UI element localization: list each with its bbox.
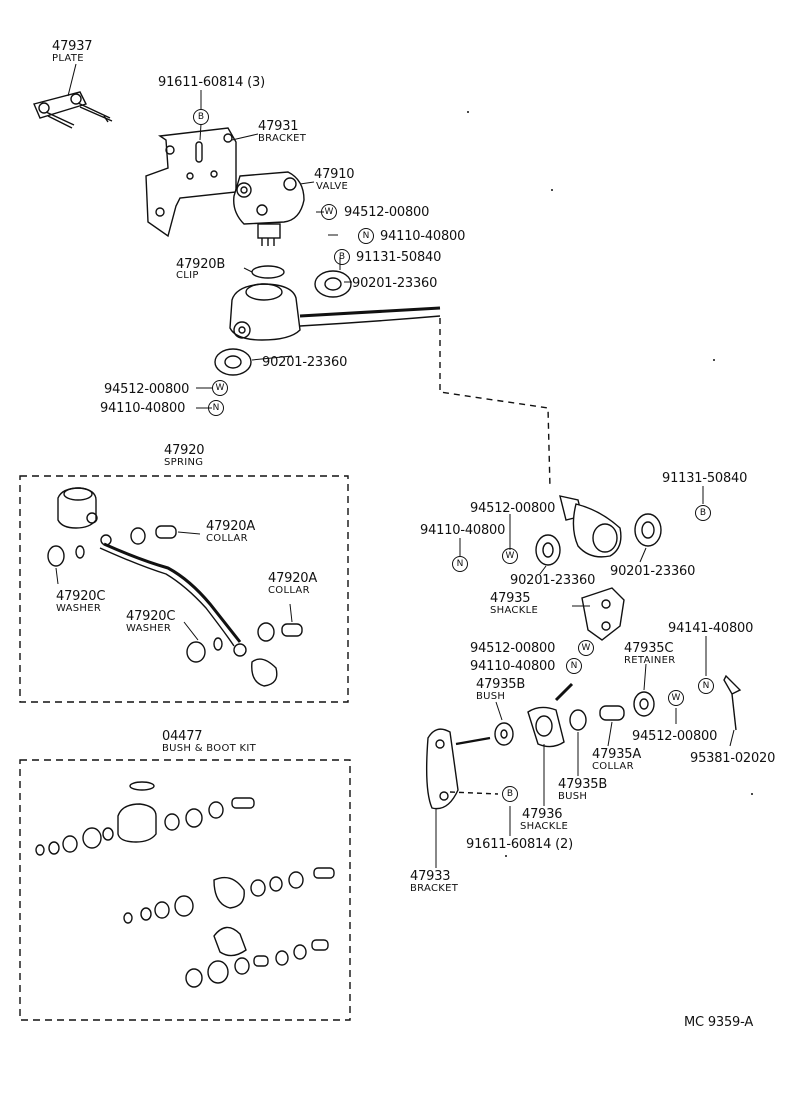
washer-w2-part-number: 94512-00800	[104, 382, 190, 397]
collar-r-part-name: COLLAR	[592, 761, 634, 772]
washer-c2-part	[186, 637, 223, 663]
washer-c2-part-number: 47920C	[126, 609, 176, 624]
pin-part	[723, 674, 742, 731]
cable-route-dashed	[439, 318, 551, 489]
diagram-code: MC 9359-A	[684, 1015, 754, 1030]
w-symbol: W	[578, 640, 594, 656]
gasket-r1-part	[535, 534, 561, 566]
w-symbol: W	[668, 690, 684, 706]
shackle2-part-name: SHACKLE	[520, 821, 569, 832]
plate-part-number: 47937	[52, 39, 93, 54]
collar-r-part-number: 47935A	[592, 747, 642, 762]
shackle-part-name: SHACKLE	[490, 605, 539, 616]
bush-r2-part	[569, 709, 587, 731]
nut-n1-part-number: 94110-40800	[380, 229, 466, 244]
kit-group-box	[19, 759, 351, 1021]
washer-w3-part-number: 94512-00800	[470, 501, 556, 516]
retainer-part-name: RETAINER	[624, 655, 676, 666]
bolt-b2-part-number: 91131-50840	[356, 250, 442, 265]
spring-assembly-part	[57, 487, 278, 687]
valve-part-number: 47910	[314, 167, 355, 182]
w-symbol: W	[212, 380, 228, 396]
clip-part	[251, 265, 285, 279]
valve-part	[233, 171, 305, 246]
nut-n5-part-number: 94141-40800	[668, 621, 754, 636]
n-symbol: N	[698, 678, 714, 694]
gasket2-part-number: 90201-23360	[262, 355, 348, 370]
n-symbol: N	[566, 658, 582, 674]
linkage-boot-part	[559, 495, 622, 558]
kit-parts	[35, 781, 335, 988]
stray-dots	[467, 111, 753, 857]
washer-c1-part-name: WASHER	[56, 603, 102, 614]
spring-part-name: SPRING	[164, 457, 204, 468]
washer-c1-part	[47, 545, 85, 567]
collar-r-part	[599, 705, 625, 721]
nut-n3-part-number: 94110-40800	[420, 523, 506, 538]
b-symbol: B	[695, 505, 711, 521]
shackle2-part-number: 47936	[522, 807, 563, 822]
collar-a1-part-number: 47920A	[206, 519, 256, 534]
gasket3-part-number: 90201-23360	[510, 573, 596, 588]
bracket-part-name: BRACKET	[258, 133, 307, 144]
collar-a1-part-name: COLLAR	[206, 533, 248, 544]
bush2-part-name: BUSH	[558, 791, 588, 802]
bracket2-part-number: 47933	[410, 869, 451, 884]
gasket-r2-part	[634, 513, 662, 547]
b-symbol: B	[193, 109, 209, 125]
b-symbol: B	[334, 249, 350, 265]
shackle-part	[581, 587, 625, 641]
kit-part-name: BUSH & BOOT KIT	[162, 743, 257, 754]
gasket1-part-number: 90201-23360	[352, 276, 438, 291]
plate-part-name: PLATE	[52, 53, 84, 64]
bolt-top-part-number: 91611-60814 (3)	[158, 75, 265, 90]
bush2-part-number: 47935B	[558, 777, 608, 792]
collar-a2-part	[257, 622, 303, 642]
w-symbol: W	[502, 548, 518, 564]
n-symbol: N	[358, 228, 374, 244]
washer-c1-part-number: 47920C	[56, 589, 106, 604]
kit-part-number: 04477	[162, 729, 203, 744]
washer-w5-part-number: 94512-00800	[632, 729, 718, 744]
bracket-part-number: 47931	[258, 119, 299, 134]
bracket-part	[145, 127, 237, 238]
pin-part-number: 95381-02020	[690, 751, 776, 766]
gasket-lower-part	[214, 348, 252, 376]
bush1-part-number: 47935B	[476, 677, 526, 692]
nut-n2-part-number: 94110-40800	[100, 401, 186, 416]
plate-part	[33, 91, 113, 129]
gasket-top-part	[314, 270, 352, 298]
washer-w4-part-number: 94512-00800	[470, 641, 556, 656]
bracket2-part-name: BRACKET	[410, 883, 459, 894]
collar-a1-part	[130, 525, 177, 545]
washer-c2-part-name: WASHER	[126, 623, 172, 634]
w-symbol: W	[321, 204, 337, 220]
n-symbol: N	[452, 556, 468, 572]
collar-a2-part-number: 47920A	[268, 571, 318, 586]
n-symbol: N	[208, 400, 224, 416]
retainer-part-number: 47935C	[624, 641, 674, 656]
bush-r1-part	[494, 722, 514, 746]
valve-body-part	[229, 283, 441, 341]
retainer-part	[633, 691, 655, 717]
bolt-b3-part-number: 91131-50840	[662, 471, 748, 486]
bolt-b4-part-number: 91611-60814 (2)	[466, 837, 573, 852]
collar-a2-part-name: COLLAR	[268, 585, 310, 596]
leader-lines	[55, 63, 735, 868]
nut-n4-part-number: 94110-40800	[470, 659, 556, 674]
bush1-part-name: BUSH	[476, 691, 506, 702]
clip-part-name: CLIP	[176, 270, 199, 281]
b-symbol: B	[502, 786, 518, 802]
spring-part-number: 47920	[164, 443, 205, 458]
valve-part-name: VALVE	[316, 181, 349, 192]
washer-w1-part-number: 94512-00800	[344, 205, 430, 220]
bracket2-part	[425, 728, 499, 810]
clip-part-number: 47920B	[176, 257, 226, 272]
gasket4-part-number: 90201-23360	[610, 564, 696, 579]
shackle-part-number: 47935	[490, 591, 531, 606]
shackle2-part	[527, 682, 574, 748]
